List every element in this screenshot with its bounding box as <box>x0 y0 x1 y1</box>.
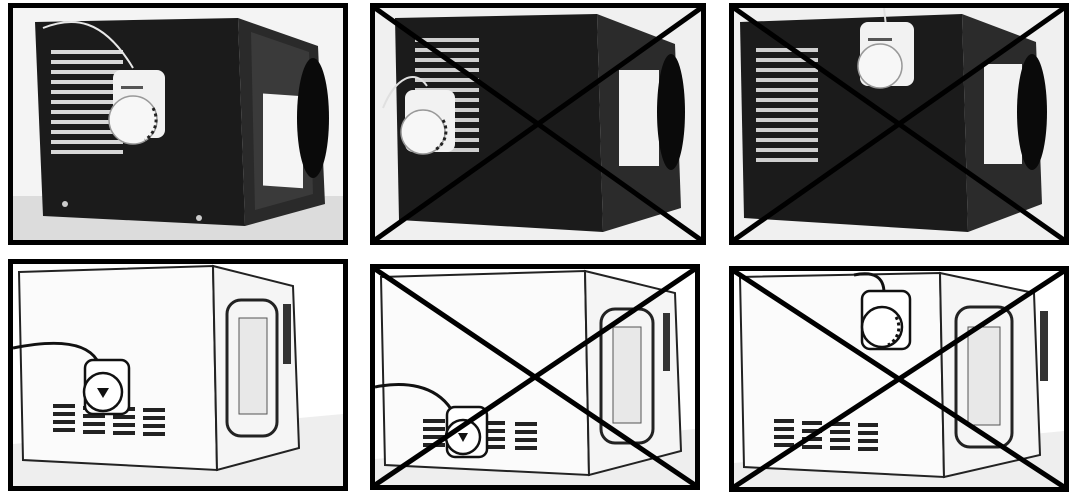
white-microwave-incorrect-placement <box>734 271 1064 487</box>
white-microwave-incorrect-placement <box>375 269 695 485</box>
panel-bottom-1-correct <box>8 259 348 491</box>
black-microwave-incorrect-placement <box>734 8 1064 240</box>
dial-device-icon <box>858 22 914 88</box>
panel-bottom-2-incorrect <box>370 264 700 490</box>
dial-device-icon <box>401 90 455 154</box>
dial-device-icon <box>862 291 910 349</box>
black-microwave-incorrect-placement <box>375 8 701 240</box>
dial-device-icon <box>84 360 129 414</box>
dial-device-icon <box>109 70 165 144</box>
panel-top-1-correct <box>8 3 348 245</box>
panel-top-2-incorrect <box>370 3 706 245</box>
black-microwave-correct-placement <box>13 8 343 240</box>
panel-bottom-3-incorrect <box>729 266 1069 492</box>
panel-top-3-incorrect <box>729 3 1069 245</box>
white-microwave-correct-placement <box>13 264 343 486</box>
